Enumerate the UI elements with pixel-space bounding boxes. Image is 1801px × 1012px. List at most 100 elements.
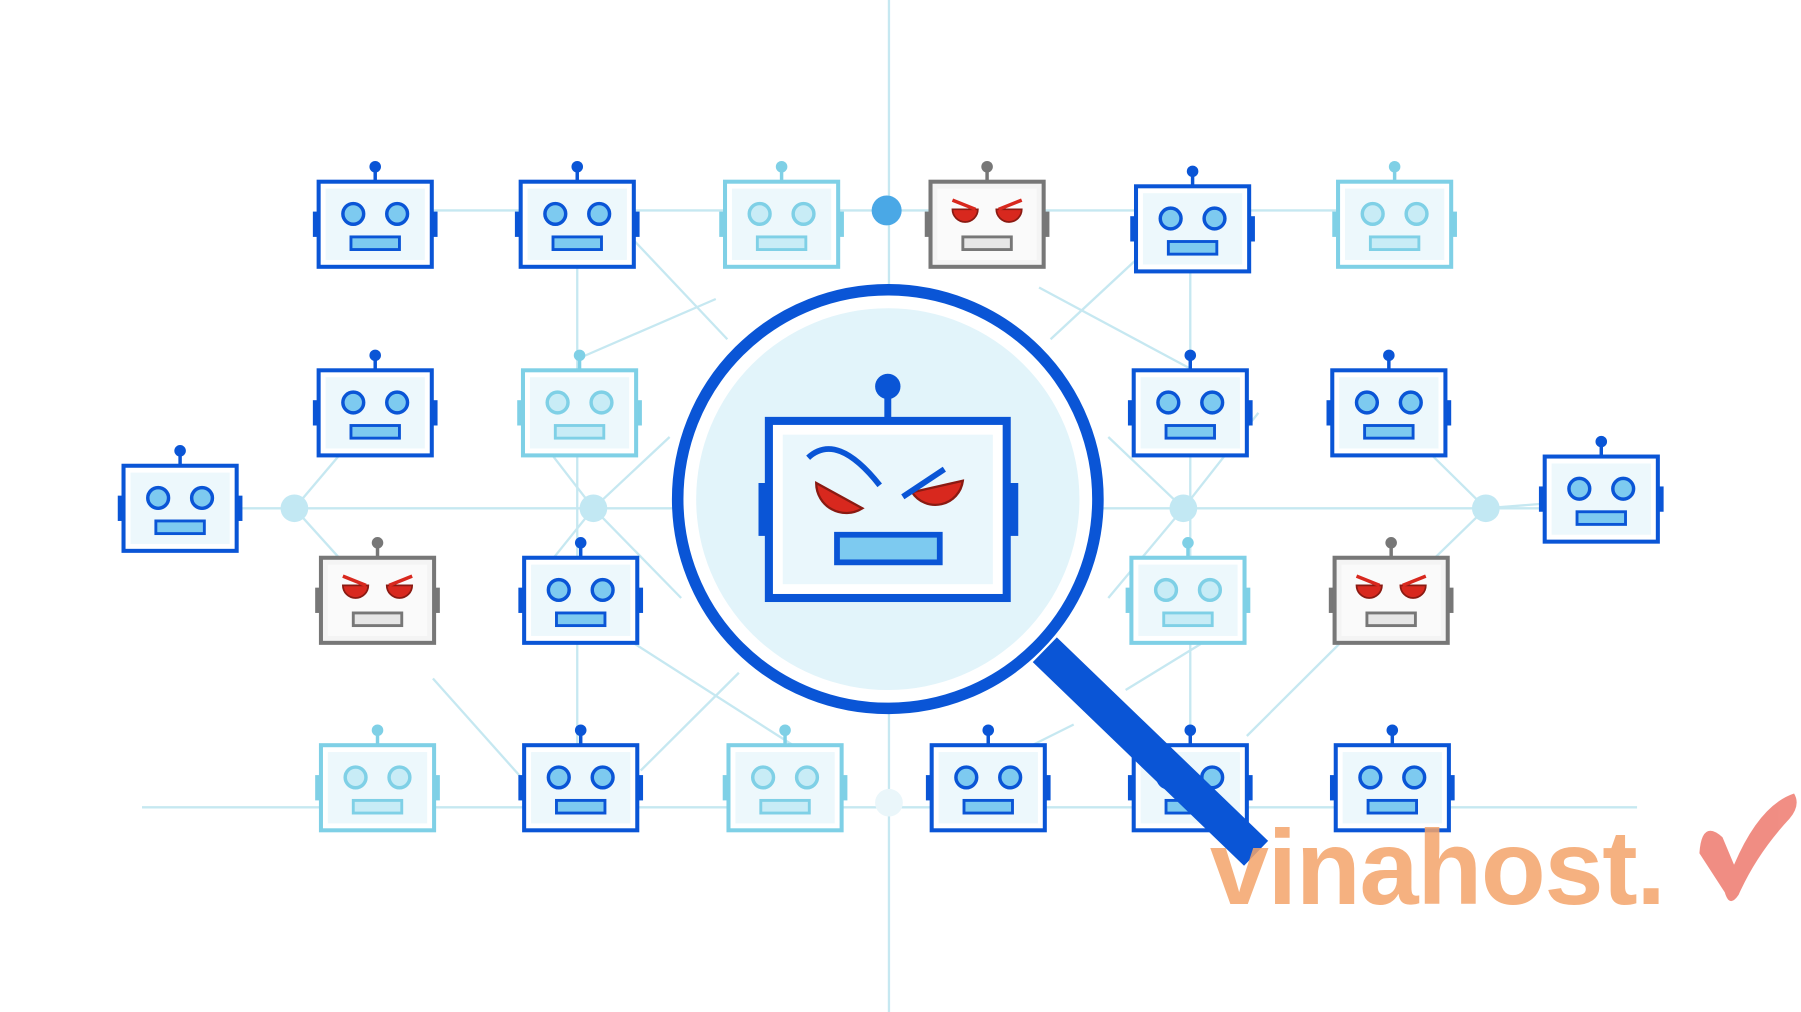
- bot-antenna-ball: [369, 161, 381, 173]
- bot-eye: [343, 765, 368, 790]
- bot-ear: [636, 775, 644, 801]
- bot-ear: [315, 587, 323, 613]
- bot-ear: [1332, 211, 1340, 237]
- magnifier-icon: [671, 284, 1269, 866]
- bot-angry-eye: [995, 208, 1023, 223]
- magnifier-handle: [1032, 637, 1269, 866]
- bot-ear: [432, 775, 440, 801]
- bot-antenna-ball: [371, 537, 384, 549]
- bot-icon: [722, 724, 848, 833]
- bot-ear: [517, 400, 525, 426]
- big-bot-angry-eye: [910, 479, 965, 506]
- network-node: [875, 788, 903, 817]
- bot-mouth: [1366, 798, 1418, 815]
- bot-mouth: [1162, 611, 1214, 628]
- bot-angry-eye: [385, 584, 414, 599]
- bot-eye: [1398, 390, 1423, 415]
- bot-ear: [1127, 400, 1135, 426]
- network-node: [280, 494, 309, 523]
- big-bot-brow: [806, 446, 882, 488]
- bot-eye: [1358, 765, 1383, 790]
- network-link: [1246, 643, 1341, 737]
- bot-antenna-ball: [369, 349, 381, 362]
- network-link: [639, 671, 740, 772]
- bot-mouth: [349, 235, 401, 251]
- bot-antenna-ball: [371, 724, 384, 736]
- bot-ear: [632, 211, 640, 237]
- bot-ear: [636, 587, 644, 613]
- bot-ear: [235, 495, 243, 521]
- bot-eye: [1153, 577, 1179, 603]
- bot-eye: [189, 485, 215, 511]
- big-bot-angry-eye: [815, 481, 865, 515]
- bot-ear: [1127, 775, 1135, 801]
- hub-node: [871, 195, 902, 226]
- bot-mouth: [961, 235, 1013, 251]
- bot-eye: [546, 577, 571, 603]
- bot-ear: [1446, 587, 1454, 613]
- bot-ear: [1245, 775, 1253, 801]
- bot-antenna-ball: [174, 445, 186, 457]
- bot-brow: [1355, 574, 1381, 587]
- bot-eye: [387, 765, 412, 790]
- bot-ear: [430, 211, 438, 237]
- bot-eye: [747, 201, 772, 226]
- bot-icon: [1329, 724, 1455, 833]
- bot-eye: [791, 201, 816, 226]
- bot-eye: [1402, 765, 1427, 790]
- bot-ear: [1245, 400, 1253, 426]
- bot-icon: [925, 724, 1051, 833]
- bot-mouth: [759, 798, 811, 815]
- bot-brow: [951, 198, 977, 211]
- bot-mouth: [1164, 424, 1216, 440]
- bot-icon: [518, 724, 644, 833]
- bot-ear: [315, 775, 323, 801]
- bot-eye: [385, 201, 410, 226]
- bot-icon: [312, 349, 438, 458]
- bot-antenna-ball: [1386, 724, 1399, 736]
- bot-eye: [1611, 476, 1636, 501]
- bot-ear: [312, 211, 320, 237]
- network-link: [432, 677, 527, 783]
- bot-brow: [1402, 574, 1427, 587]
- bot-mouth: [962, 798, 1014, 815]
- bot-antenna-ball: [571, 161, 584, 173]
- bot-ear: [518, 775, 526, 801]
- bot-ear: [312, 400, 320, 426]
- watermark-check-icon: [1699, 793, 1797, 902]
- bot-ear: [430, 400, 438, 426]
- bot-ear: [117, 495, 125, 521]
- bot-icon: [117, 445, 243, 553]
- network-node: [1471, 494, 1500, 523]
- big-bot-ear: [758, 483, 771, 536]
- bot-mouth: [555, 798, 607, 815]
- bot-angry-eye: [951, 208, 979, 223]
- bot-eye: [589, 390, 614, 415]
- malicious-bot-icon: [1328, 537, 1454, 645]
- bot-eye: [1404, 201, 1429, 226]
- bot-eye: [750, 765, 776, 790]
- bot-icon: [1127, 349, 1253, 458]
- bot-ear: [1125, 587, 1133, 613]
- bot-antenna-ball: [1595, 435, 1608, 448]
- bot-ear: [514, 211, 522, 237]
- bot-mouth: [154, 519, 206, 536]
- bot-eye: [1158, 206, 1183, 231]
- bot-icon: [1125, 537, 1251, 645]
- network-node: [1169, 494, 1198, 523]
- bot-eye: [543, 201, 568, 226]
- bot-ear: [1248, 216, 1255, 242]
- bot-ear: [1043, 775, 1051, 801]
- bot-ear: [1444, 400, 1452, 426]
- network-link: [592, 507, 682, 599]
- network-link: [1038, 286, 1190, 370]
- bot-eye: [587, 201, 612, 226]
- bot-mouth: [349, 424, 401, 440]
- bot-eye: [590, 765, 615, 790]
- network-link: [634, 643, 798, 749]
- network-link: [1049, 257, 1138, 341]
- network-link: [592, 436, 671, 510]
- bot-ear: [840, 775, 848, 801]
- network-link: [1107, 436, 1185, 510]
- bot-brow: [997, 198, 1023, 211]
